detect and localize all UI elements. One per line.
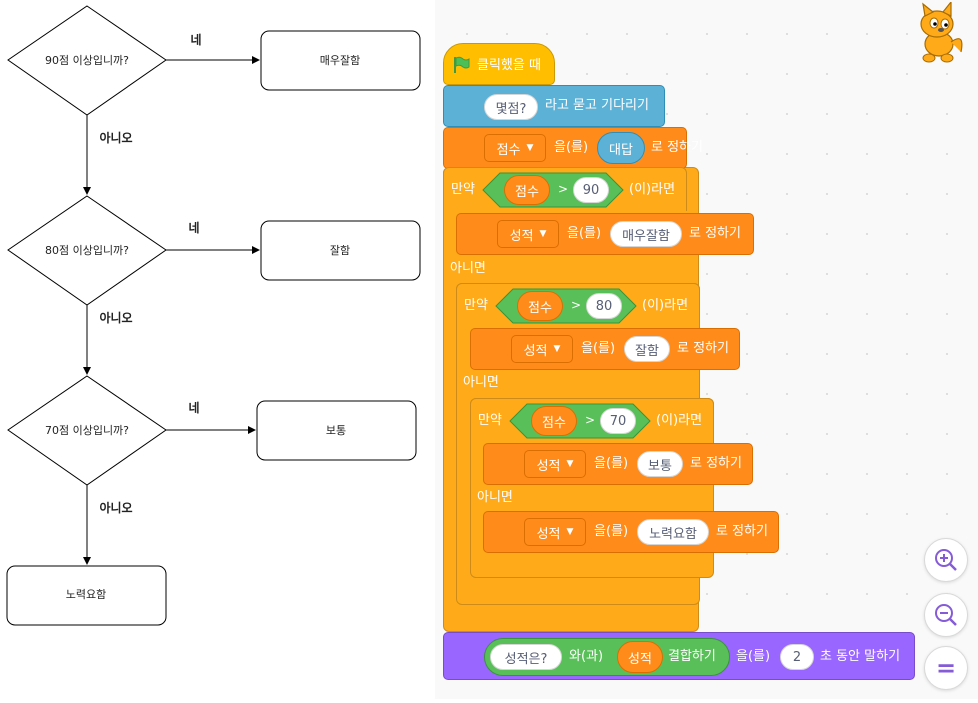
join-word: 와(과) xyxy=(569,649,604,664)
dropdown-label: 성적 xyxy=(509,228,534,244)
if2-if-label: 만약 xyxy=(464,298,488,313)
grade-value-input[interactable]: 매우잘함 xyxy=(610,221,682,247)
set-tail: 로 정하기 xyxy=(689,226,741,241)
score-var-dropdown[interactable]: 점수 ▼ xyxy=(484,134,546,162)
if2-header[interactable]: 만약 점수 > 80 (이)라면 xyxy=(456,283,700,327)
if3-else-label: 아니면 xyxy=(477,490,513,505)
equals-icon: = xyxy=(935,654,957,682)
say-for-secs-block[interactable]: 성적은? 와(과) 성적 결합하기 을(를) 2 초 동안 말하기 xyxy=(443,632,915,680)
no-label-1: 아니오 xyxy=(99,130,132,145)
if1-else-label: 아니면 xyxy=(450,261,486,276)
set-grade-block-1[interactable]: 성적 ▼ 을(를) 매우잘함 로 정하기 xyxy=(456,213,754,255)
if3-then-label: (이)라면 xyxy=(656,413,703,428)
set-score-block[interactable]: 점수 ▼ 을(를) 대답 로 정하기 xyxy=(443,127,703,169)
grade-var-dropdown[interactable]: 성적 ▼ xyxy=(524,450,586,478)
decision-text-1: 90점 이상입니까? xyxy=(45,54,129,67)
result-text-2: 잘함 xyxy=(330,244,350,257)
chevron-down-icon: ▼ xyxy=(526,143,534,153)
set-grade-block-4[interactable]: 성적 ▼ 을(를) 노력요함 로 정하기 xyxy=(483,511,779,553)
green-flag-icon xyxy=(452,56,470,74)
dropdown-label: 성적 xyxy=(536,458,561,474)
if1-header[interactable]: 만약 점수 > 90 (이)라면 xyxy=(443,167,687,211)
grade-value-input[interactable]: 보통 xyxy=(637,451,683,477)
final-text: 노력요함 xyxy=(66,588,106,601)
set-tail: 로 정하기 xyxy=(651,140,703,155)
if3-number-input[interactable]: 70 xyxy=(600,408,636,434)
set-grade-block-3[interactable]: 성적 ▼ 을(를) 보통 로 정하기 xyxy=(483,443,753,485)
set-tail: 로 정하기 xyxy=(690,456,742,471)
set-word: 을(를) xyxy=(581,341,616,356)
zoom-out-icon xyxy=(935,604,957,626)
scratch-cat-sprite-icon[interactable] xyxy=(911,2,971,66)
if2-else-label: 아니면 xyxy=(463,375,499,390)
yes-label-3: 네 xyxy=(188,400,199,415)
final-box xyxy=(6,565,167,626)
if2-then-label: (이)라면 xyxy=(642,298,689,313)
dropdown-label: 점수 xyxy=(496,142,521,158)
no-label-2: 아니오 xyxy=(99,310,132,325)
result-text-1: 매우잘함 xyxy=(320,54,360,67)
result-box-2 xyxy=(260,220,421,281)
ask-question-input[interactable]: 몇점? xyxy=(484,94,538,120)
decision-text-3: 70점 이상입니까? xyxy=(45,424,129,437)
join-text-input[interactable]: 성적은? xyxy=(490,644,562,670)
flowchart-panel: 90점 이상입니까? 네 매우잘함 아니오 80점 이상입니까? 네 잘함 아니… xyxy=(0,0,435,699)
if1-op: > xyxy=(558,182,569,196)
yes-label-1: 네 xyxy=(190,32,201,47)
dropdown-label: 성적 xyxy=(523,343,548,359)
yes-label-2: 네 xyxy=(188,220,199,235)
if3-op: > xyxy=(585,413,596,427)
zoom-reset-button[interactable]: = xyxy=(924,646,968,690)
scratch-workspace[interactable]: 클릭했을 때 몇점? 라고 묻고 기다리기 점수 ▼ 을(를) 대답 로 정하기… xyxy=(435,0,978,699)
ask-label: 라고 묻고 기다리기 xyxy=(545,98,649,113)
chevron-down-icon: ▼ xyxy=(553,344,561,354)
ask-and-wait-block[interactable]: 몇점? 라고 묻고 기다리기 xyxy=(443,85,665,127)
grade-var-dropdown[interactable]: 성적 ▼ xyxy=(524,518,586,546)
if1-if-label: 만약 xyxy=(451,182,475,197)
dropdown-label: 성적 xyxy=(536,526,561,542)
secs-input[interactable]: 2 xyxy=(780,644,814,670)
result-box-3 xyxy=(256,400,417,461)
join-tail: 결합하기 xyxy=(668,649,716,664)
if3-header[interactable]: 만약 점수 > 70 (이)라면 xyxy=(470,398,714,442)
if2-number-input[interactable]: 80 xyxy=(586,293,622,319)
if1-number-input[interactable]: 90 xyxy=(573,177,609,203)
chevron-down-icon: ▼ xyxy=(566,527,574,537)
grade-value-input[interactable]: 노력요함 xyxy=(637,519,709,545)
if3-if-label: 만약 xyxy=(478,413,502,428)
say-word: 을(를) xyxy=(736,649,771,664)
set-grade-block-2[interactable]: 성적 ▼ 을(를) 잘함 로 정하기 xyxy=(470,328,740,370)
zoom-in-button[interactable] xyxy=(924,538,968,582)
grade-var-dropdown[interactable]: 성적 ▼ xyxy=(497,220,559,248)
if1-then-label: (이)라면 xyxy=(629,182,676,197)
if2-op: > xyxy=(571,298,582,312)
set-tail: 로 정하기 xyxy=(677,341,729,356)
decision-text-2: 80점 이상입니까? xyxy=(45,244,129,257)
if3-score-reporter[interactable]: 점수 xyxy=(531,406,577,436)
result-text-3: 보통 xyxy=(326,424,346,437)
answer-reporter[interactable]: 대답 xyxy=(597,132,645,164)
hat-label: 클릭했을 때 xyxy=(477,58,541,73)
chevron-down-icon: ▼ xyxy=(566,459,574,469)
set-word: 을(를) xyxy=(554,140,589,155)
if1-score-reporter[interactable]: 점수 xyxy=(504,175,550,205)
grade-reporter[interactable]: 성적 xyxy=(617,641,663,673)
flowchart-diagram: 90점 이상입니까? 네 매우잘함 아니오 80점 이상입니까? 네 잘함 아니… xyxy=(6,5,421,626)
result-box-1 xyxy=(260,30,421,91)
set-word: 을(를) xyxy=(594,524,629,539)
zoom-out-button[interactable] xyxy=(924,593,968,637)
grade-var-dropdown[interactable]: 성적 ▼ xyxy=(511,335,573,363)
grade-value-input[interactable]: 잘함 xyxy=(624,336,670,362)
no-label-3: 아니오 xyxy=(99,500,132,515)
set-tail: 로 정하기 xyxy=(716,524,768,539)
when-flag-clicked-block[interactable]: 클릭했을 때 xyxy=(443,43,555,85)
if2-score-reporter[interactable]: 점수 xyxy=(517,291,563,321)
zoom-in-icon xyxy=(935,549,957,571)
set-word: 을(를) xyxy=(567,226,602,241)
set-word: 을(를) xyxy=(594,456,629,471)
say-tail: 초 동안 말하기 xyxy=(820,649,901,664)
chevron-down-icon: ▼ xyxy=(539,229,547,239)
